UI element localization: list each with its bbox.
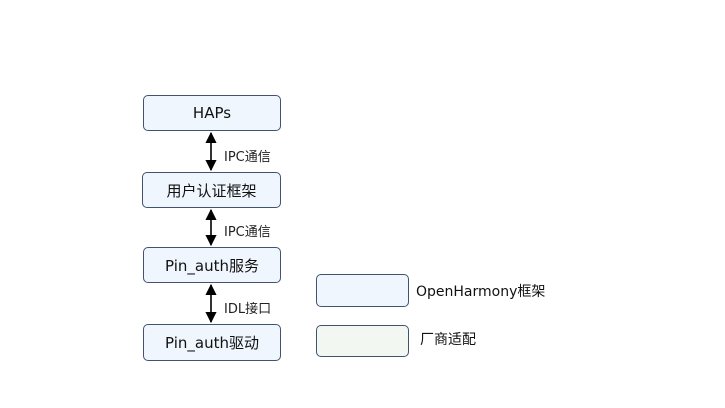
layer-haps-label: HAPs xyxy=(192,104,232,122)
legend-swatch-vendor xyxy=(316,325,409,357)
connector-label-3: IDL接口 xyxy=(224,302,272,317)
layer-pin-auth-service-label: Pin_auth服务 xyxy=(165,256,259,275)
layer-haps: HAPs xyxy=(143,95,281,131)
legend-label-framework: OpenHarmony框架 xyxy=(416,284,546,300)
layer-user-auth-framework: 用户认证框架 xyxy=(142,172,281,208)
layer-pin-auth-driver-label: Pin_auth驱动 xyxy=(165,334,259,352)
layer-pin-auth-driver: Pin_auth驱动 xyxy=(143,324,281,361)
legend-swatch-framework xyxy=(316,274,409,307)
connector-label-1: IPC通信 xyxy=(224,150,271,165)
connector-label-2: IPC通信 xyxy=(224,225,271,240)
legend-label-vendor: 厂商适配 xyxy=(420,332,476,348)
layer-user-auth-framework-label: 用户认证框架 xyxy=(166,181,257,200)
layer-pin-auth-service: Pin_auth服务 xyxy=(143,247,281,283)
